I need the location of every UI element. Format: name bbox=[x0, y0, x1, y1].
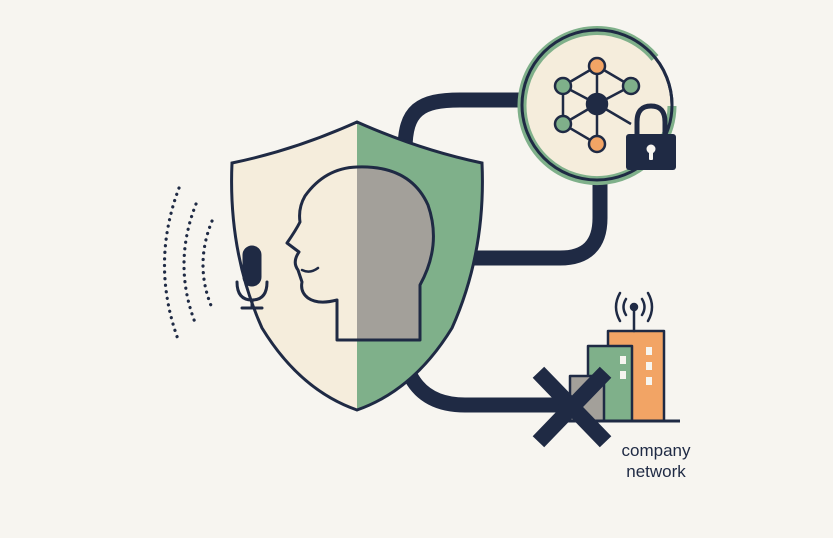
connector-pipes bbox=[397, 92, 608, 413]
company-label-line1: company bbox=[621, 441, 691, 460]
pipe-to-company-network bbox=[402, 367, 578, 413]
network-graph-icon bbox=[553, 56, 641, 154]
head-smile bbox=[300, 266, 320, 273]
padlock-icon bbox=[626, 103, 676, 170]
node-upper-left bbox=[553, 76, 573, 96]
node-upper-right bbox=[621, 76, 641, 96]
microphone-capsule bbox=[242, 245, 262, 287]
head-back-half bbox=[357, 166, 434, 340]
head-outline bbox=[285, 165, 435, 342]
node-top bbox=[587, 56, 607, 76]
company-network-label: company network bbox=[596, 440, 716, 482]
pipe-to-secure-network bbox=[397, 92, 528, 158]
head-profile-icon bbox=[285, 165, 435, 342]
shield-outline bbox=[230, 120, 484, 412]
node-bottom bbox=[587, 134, 607, 154]
node-center bbox=[585, 92, 609, 116]
company-label-line2: network bbox=[626, 462, 686, 481]
antenna-icon bbox=[614, 291, 654, 333]
node-lower-left bbox=[553, 114, 573, 134]
microphone-icon bbox=[235, 245, 269, 310]
pipe-from-secure-network bbox=[462, 172, 608, 266]
padlock-shackle bbox=[634, 103, 668, 136]
voice-waves-icon bbox=[162, 186, 214, 344]
blocked-x-icon bbox=[532, 366, 612, 448]
